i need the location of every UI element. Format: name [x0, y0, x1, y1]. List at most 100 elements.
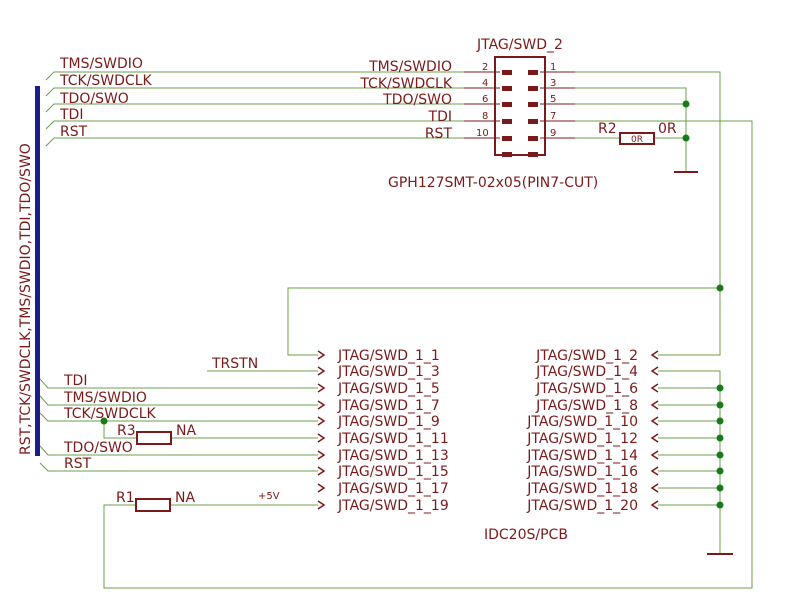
junction-dot [716, 484, 724, 492]
wire-tdo-top [45, 103, 464, 113]
connector-bottom-part: IDC20S/PCB [484, 527, 568, 543]
connector-top-net-6: TDO/SWO [382, 92, 452, 108]
connector-bottom-right-pin: JTAG/SWD_1_4 [535, 364, 638, 380]
wire-gnd-bottom [658, 370, 721, 554]
net-trstn: TRSTN [211, 356, 258, 372]
connector-bottom-right-pin: JTAG/SWD_1_16 [526, 464, 638, 480]
bus-line [35, 86, 40, 456]
connector-bottom-right-pin: JTAG/SWD_1_14 [526, 448, 638, 464]
connector-bottom-left-pin: JTAG/SWD_1_19 [337, 498, 449, 514]
connector-bottom-left-pin: JTAG/SWD_1_11 [337, 431, 449, 447]
wire-pin3 [575, 87, 687, 104]
connector-bottom-right-pin: JTAG/SWD_1_20 [526, 498, 638, 514]
connector-bottom-right-marker [650, 433, 659, 443]
junction-dot [716, 284, 724, 292]
junction-dot [716, 434, 724, 442]
junction-dot [716, 401, 724, 409]
r1-body [135, 498, 171, 512]
junction-dot [716, 501, 724, 509]
connector-bottom-left-marker [317, 366, 326, 376]
connector-top-net-10: RST [425, 126, 453, 142]
bus-top-net-4: TDI [59, 107, 83, 123]
bus-bottom-net-3: TCK/SWDCLK [63, 406, 156, 422]
connector-bottom-left-pin: JTAG/SWD_1_15 [337, 464, 449, 480]
connector-bottom-right-marker [650, 450, 659, 460]
connector-bottom-left-marker [317, 433, 326, 443]
wire-tms-bottom [39, 395, 318, 406]
wire-tdi-bottom [39, 378, 318, 389]
connector-top-pin-5: 5 [550, 94, 556, 105]
wires [39, 71, 753, 589]
r3-body [136, 431, 172, 445]
connector-bottom-right-marker [650, 400, 659, 410]
connector-bottom-right-marker [650, 366, 659, 376]
junction-dot [716, 384, 724, 392]
bus-top-net-5: RST [60, 124, 88, 140]
r2-body-label: 0R [631, 135, 643, 145]
r2-body [619, 132, 655, 145]
junction-dot [100, 417, 108, 425]
wire-pin7-loop [103, 120, 753, 589]
wire-gnd-pins [658, 387, 720, 506]
r3-value: NA [176, 423, 196, 439]
connector-bottom-left-pin: JTAG/SWD_1_9 [337, 414, 440, 430]
junction-dot [682, 134, 690, 142]
connector-top-pin-10: 10 [476, 128, 489, 139]
wire-tdo-bottom [39, 445, 318, 456]
connector-bottom-left-marker [317, 483, 326, 493]
r2-value: 0R [658, 121, 677, 137]
junction-dot [682, 100, 690, 108]
connector-bottom-left-marker [317, 350, 326, 360]
connector-top-pin-3: 3 [550, 78, 556, 89]
connector-bottom-left-marker [317, 416, 326, 426]
bus-top-net-3: TDO/SWO [59, 91, 129, 107]
connector-bottom-left-marker [317, 466, 326, 476]
connector-top-pin-2: 2 [482, 62, 488, 73]
connector-top-pin-7: 7 [550, 111, 556, 122]
connector-bottom: JTAG/SWD_1_1JTAG/SWD_1_3JTAG/SWD_1_5JTAG… [317, 348, 659, 514]
wire-rst-top [45, 137, 464, 147]
r2-name: R2 [598, 121, 617, 137]
bus-bottom-net-4: TDO/SWO [63, 440, 133, 456]
wire-rst-bottom [39, 462, 318, 472]
connector-top-pin-9: 9 [550, 128, 556, 139]
connector-bottom-right-marker [650, 483, 659, 493]
connector-bottom-left-marker [317, 383, 326, 393]
bus-label: RST,TCK/SWDCLK,TMS/SWDIO,TDI,TDO/SWO [18, 143, 34, 455]
wire-tck-bottom [39, 412, 318, 422]
r1-name: R1 [116, 490, 135, 506]
connector-top-net-2: TMS/SWDIO [368, 59, 452, 75]
connector-top-body [494, 56, 546, 156]
connector-bottom-right-marker [650, 350, 659, 360]
connector-bottom-right-pin: JTAG/SWD_1_6 [535, 381, 638, 397]
connector-bottom-right-marker [650, 500, 659, 510]
wire-r3-left [103, 421, 137, 439]
connector-bottom-left-marker [317, 400, 326, 410]
bus-top-net-1: TMS/SWDIO [59, 56, 143, 72]
connector-top-leads [464, 71, 575, 139]
connector-bottom-left-pin: JTAG/SWD_1_7 [337, 398, 440, 414]
connector-bottom-right-pin: JTAG/SWD_1_12 [526, 431, 638, 447]
r1-value: NA [175, 490, 195, 506]
connector-bottom-left-pin: JTAG/SWD_1_17 [337, 481, 449, 497]
connector-bottom-left-pin: JTAG/SWD_1_3 [337, 364, 440, 380]
junctions [100, 100, 724, 509]
bus-top-net-2: TCK/SWDCLK [59, 73, 152, 89]
wire-tms-top [45, 71, 464, 81]
net-power: +5V [258, 491, 280, 502]
connector-bottom-left-marker [317, 500, 326, 510]
connector-bottom-left-pin: JTAG/SWD_1_13 [337, 448, 449, 464]
connector-top-pin-8: 8 [482, 111, 488, 122]
bus-bottom-net-2: TMS/SWDIO [63, 390, 147, 406]
connector-bottom-right-pin: JTAG/SWD_1_8 [535, 398, 638, 414]
connector-top-name: JTAG/SWD_2 [476, 37, 563, 53]
connector-bottom-left-pin: JTAG/SWD_1_5 [337, 381, 440, 397]
connector-bottom-right-pin: JTAG/SWD_1_18 [526, 481, 638, 497]
connector-bottom-right-pin: JTAG/SWD_1_2 [535, 348, 638, 364]
connector-bottom-right-marker [650, 383, 659, 393]
connector-top-pads [502, 70, 538, 157]
connector-top-pin-6: 6 [482, 94, 488, 105]
wire-tdi-top [45, 120, 464, 130]
